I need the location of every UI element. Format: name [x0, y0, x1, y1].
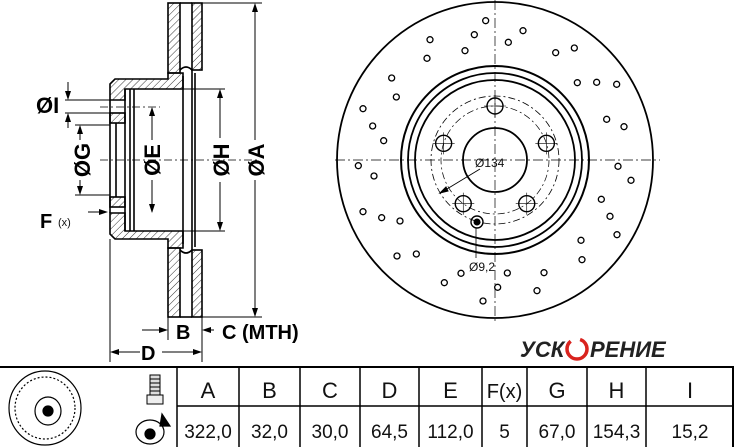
table-value: 112,0	[427, 422, 473, 443]
rotor-inner-plate-top	[191, 2, 203, 71]
drilled-hole	[503, 269, 511, 277]
drilled-hole	[519, 27, 527, 35]
label-b: B	[176, 322, 190, 344]
disc-thumbnail-icon	[8, 370, 82, 446]
drilled-hole	[423, 54, 431, 62]
rotor-inner-plate-bottom	[191, 249, 203, 318]
drilled-hole	[533, 287, 541, 295]
drilled-hole	[614, 162, 622, 170]
section-labels: ØI ØG ØE ØH ØA F (x) B C (MTH) D	[36, 93, 299, 365]
table-header-g: G	[548, 378, 565, 403]
drilled-hole	[461, 47, 469, 55]
svg-text:УСК: УСК	[520, 337, 566, 362]
drilled-hole	[593, 78, 601, 86]
table-header-d: D	[382, 378, 398, 403]
svg-text:РЕНИЕ: РЕНИЕ	[590, 337, 667, 362]
table-header-i: I	[687, 378, 693, 403]
drilled-hole	[620, 123, 628, 131]
table-value: 15,2	[672, 422, 709, 443]
watermark-logo: УСК РЕНИЕ	[520, 337, 667, 362]
hat-section-bottom	[109, 212, 184, 249]
table-value: 154,3	[593, 422, 641, 443]
rotor-outer-plate-bottom	[167, 247, 181, 318]
drilled-hole	[378, 214, 386, 222]
drilled-hole	[354, 162, 362, 170]
drilled-hole	[479, 297, 487, 305]
drilled-hole	[597, 195, 605, 203]
drilled-hole	[426, 36, 434, 44]
table-header-e: E	[443, 378, 458, 403]
drilled-hole	[552, 49, 560, 57]
drilled-hole	[578, 256, 586, 264]
drilled-hole	[627, 176, 635, 184]
table-header-b: B	[262, 378, 277, 403]
table-header-h: H	[609, 378, 625, 403]
drilled-hole	[613, 80, 621, 88]
label-dia-e: ØE	[140, 144, 165, 176]
label-f: F	[40, 211, 52, 233]
label-dia-h: ØH	[209, 144, 234, 177]
locating-pin-hole	[470, 215, 484, 229]
hat-section-top	[109, 72, 184, 101]
bolt-icon	[146, 374, 164, 405]
table-header-fx: F(x)	[487, 381, 523, 403]
drilled-hole	[470, 31, 478, 39]
label-d: D	[141, 343, 155, 365]
drilled-hole	[577, 236, 585, 244]
drilled-hole	[359, 208, 367, 216]
label-dia-a: ØA	[244, 143, 269, 176]
hub-fitting-icon	[135, 412, 172, 445]
drilled-hole	[392, 93, 400, 101]
drilled-hole	[494, 283, 502, 291]
label-dia-i: ØI	[36, 93, 59, 118]
drilled-hole	[369, 122, 377, 130]
label-dia-g: ØG	[70, 143, 95, 177]
section-view	[65, 2, 262, 362]
rotor-outer-plate-top	[167, 2, 181, 74]
drilled-hole	[570, 44, 578, 52]
table-value: 32,0	[251, 422, 288, 443]
pin-hole-diameter-label: Ø9,2	[469, 260, 495, 274]
drilled-hole	[393, 252, 401, 260]
drilled-hole	[606, 212, 614, 220]
drilled-hole	[440, 279, 448, 287]
drilled-hole	[396, 217, 404, 225]
drilled-hole	[613, 231, 621, 239]
drilled-hole	[482, 17, 490, 25]
table-value: 5	[499, 422, 510, 443]
drilled-hole	[573, 79, 581, 87]
front-view	[335, 0, 660, 322]
table-header-c: C	[322, 378, 338, 403]
drilled-hole	[412, 250, 420, 258]
label-f-sub: (x)	[58, 217, 71, 229]
drilled-hole	[380, 137, 388, 145]
drilled-hole	[457, 269, 465, 277]
drilled-hole	[388, 74, 396, 82]
table-value: 322,0	[184, 422, 232, 443]
table-value: 64,5	[371, 422, 408, 443]
drilled-hole	[359, 105, 367, 113]
table-value: 67,0	[539, 422, 576, 443]
drilled-hole	[603, 115, 611, 123]
drilled-hole	[370, 172, 378, 180]
drilled-hole	[540, 269, 548, 277]
spec-table	[0, 366, 734, 447]
hub-diameter-label: Ø134	[475, 156, 505, 170]
drilled-hole	[504, 38, 512, 46]
table-header-a: A	[201, 378, 216, 403]
table-value: 30,0	[312, 422, 349, 443]
label-c: C (MTH)	[222, 322, 299, 344]
